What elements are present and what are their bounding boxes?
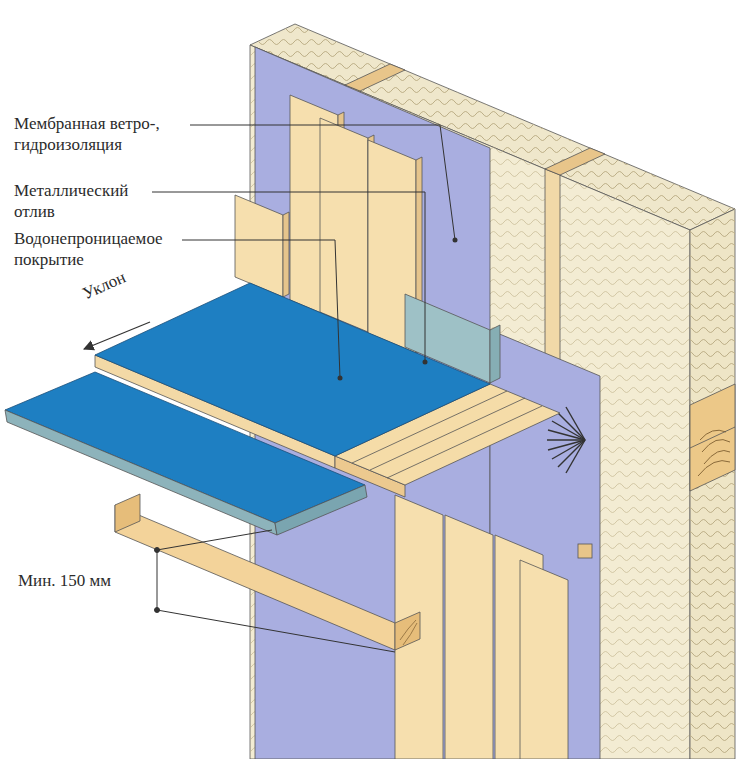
leader-lines bbox=[190, 125, 455, 240]
lower-cladding-boards bbox=[520, 560, 568, 759]
wall-studs bbox=[690, 427, 735, 448]
dimension bbox=[157, 550, 158, 610]
wall bbox=[690, 209, 735, 759]
lower-cladding-boards bbox=[395, 495, 443, 759]
dimension-label: Мин. 150 мм bbox=[18, 570, 111, 591]
upper-cladding-boards bbox=[283, 212, 289, 297]
lower-cladding-boards bbox=[578, 544, 592, 558]
wall-studs bbox=[690, 384, 735, 491]
drip-edge bbox=[275, 485, 367, 535]
dimension bbox=[155, 608, 160, 613]
dimension bbox=[157, 530, 272, 550]
beam bbox=[400, 620, 417, 645]
upper-cladding-boards bbox=[235, 195, 283, 297]
membrane-label: Мембранная ветро-, гидроизоляция bbox=[14, 113, 204, 156]
wall-studs bbox=[545, 148, 605, 175]
insulation-fan bbox=[547, 407, 585, 473]
leader-dots bbox=[423, 360, 428, 365]
drip-edge bbox=[5, 410, 277, 535]
upper-cladding-boards bbox=[320, 118, 368, 332]
beam bbox=[115, 494, 140, 532]
slope-label: Уклон bbox=[79, 267, 129, 305]
lower-cladding-boards bbox=[395, 495, 592, 759]
leader-dots bbox=[453, 238, 458, 243]
beam bbox=[115, 505, 395, 650]
drip-edge bbox=[5, 372, 367, 535]
slope-arrow bbox=[84, 322, 150, 349]
dimension bbox=[155, 530, 396, 652]
drip-edge bbox=[5, 372, 365, 523]
dimension bbox=[155, 548, 160, 553]
covering-label: Водонепроницаемое покрытие bbox=[14, 228, 189, 271]
insulation-fan bbox=[547, 439, 585, 440]
leader-lines bbox=[152, 192, 425, 362]
wall bbox=[690, 209, 735, 759]
insulation-fan bbox=[566, 407, 585, 440]
leader-lines bbox=[182, 240, 340, 378]
dimension bbox=[157, 610, 395, 652]
slope-arrow bbox=[84, 322, 150, 349]
metal-flashing bbox=[490, 325, 500, 383]
leader-lines bbox=[152, 125, 455, 378]
leader-dots bbox=[338, 238, 458, 381]
insulation-fan bbox=[552, 440, 585, 459]
insulation-fan bbox=[548, 440, 585, 450]
flashing-label: Металлический отлив bbox=[14, 180, 149, 223]
leader-dots bbox=[338, 376, 343, 381]
wall-studs bbox=[345, 64, 405, 91]
beam bbox=[395, 612, 420, 650]
lower-cladding-boards bbox=[445, 515, 493, 759]
